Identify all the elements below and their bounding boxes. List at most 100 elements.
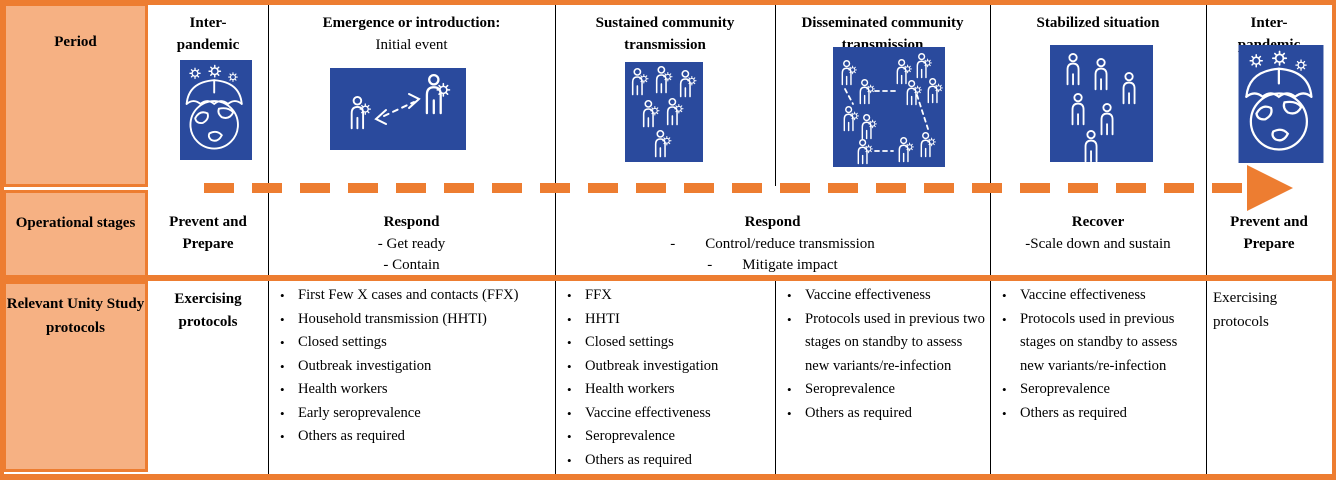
list-item: •Outbreak investigation — [555, 355, 775, 379]
text-line: Inter- — [1250, 15, 1288, 31]
frame-left-border — [0, 0, 4, 480]
timeline-arrowhead-icon — [1247, 165, 1293, 211]
bullet-icon: • — [567, 311, 572, 327]
text-line: protocols — [178, 314, 238, 330]
list-item: • Protocols used in previous stages on st… — [990, 308, 1206, 379]
text-line: - Control/reduce transmission — [670, 235, 875, 252]
bullet-icon: • — [280, 429, 285, 444]
list-item: • Vaccine effectiveness — [555, 402, 775, 426]
list-item: • Vaccine effectiveness — [775, 284, 990, 308]
stage-respond-main: Respond - Control/reduce transmission - M… — [555, 212, 990, 277]
list-item-text: Protocols used in previous stages on sta… — [1020, 310, 1178, 374]
frame-right-border — [1332, 0, 1336, 480]
text-line: -Scale down and sustain — [1025, 235, 1171, 252]
bullet-icon: • — [1002, 311, 1007, 327]
bullet-icon: • — [567, 382, 572, 397]
list-item: • Closed settings — [268, 331, 555, 355]
list-item-text: Protocols used in previous two stages on… — [805, 310, 985, 374]
bullet-icon: • — [567, 405, 572, 421]
list-item-text: First Few X cases and contacts (FFX) — [298, 287, 519, 303]
list-item: • Health workers — [268, 378, 555, 402]
list-item: •Health workers — [555, 378, 775, 402]
bullet-icon: • — [280, 358, 285, 374]
bullet-icon: • — [280, 288, 285, 303]
column-rule — [1206, 5, 1207, 474]
bullet-icon: • — [1002, 288, 1007, 303]
protocols-stabilized-list: • Vaccine effectiveness • Protocols used in… — [990, 284, 1206, 425]
bullet-icon: • — [787, 382, 792, 397]
bullet-icon: • — [787, 311, 792, 327]
list-item-text: Outbreak investigation — [298, 357, 432, 374]
bullet-icon: • — [787, 288, 792, 303]
protocols-emergence-list: • First Few X cases and contacts (FFX) •Ho… — [268, 284, 555, 449]
list-item: • FFX — [555, 284, 775, 308]
row-label-period-text: Period — [54, 34, 97, 50]
row-separator — [4, 275, 1332, 281]
stage-recover: Recover -Scale down and sustain — [990, 212, 1206, 255]
stage-recover-title: Recover — [1071, 214, 1125, 230]
header-sustained: Sustained community transmission — [595, 15, 735, 53]
list-item-text: Closed settings — [585, 334, 674, 350]
people-stabilized-icon — [1050, 45, 1153, 162]
column-rule — [775, 5, 776, 186]
column-rule — [990, 5, 991, 474]
text-line: - Get ready — [377, 235, 446, 252]
bullet-icon: • — [280, 382, 285, 397]
list-item-text: Closed settings — [298, 334, 387, 350]
list-item-text: Others as required — [298, 428, 405, 444]
text-line: Prepare — [182, 235, 234, 252]
stage-respond-early-title: Respond — [383, 214, 440, 230]
protocols-interpandemic-start: Exercising protocols — [148, 288, 268, 334]
umbrella-globe-icon — [180, 60, 252, 160]
list-item-text: Vaccine effectiveness — [805, 287, 931, 303]
stage-respond-main-lines: - Control/reduce transmission - Mitigate … — [555, 234, 990, 277]
dashed-timeline-arrow — [204, 183, 1246, 193]
list-item-text: HHTI — [585, 310, 620, 327]
people-network-virus-icon — [833, 47, 945, 167]
list-item: • First Few X cases and contacts (FFX) — [268, 284, 555, 308]
text-line: Prepare — [1243, 235, 1295, 252]
bullet-icon: • — [567, 429, 572, 444]
text-line: Exercising — [174, 291, 242, 307]
list-item: •Others as required — [775, 402, 990, 426]
list-item-text: Vaccine effectiveness — [1020, 287, 1146, 303]
protocols-interpandemic-end: Exercising protocols — [1213, 290, 1278, 330]
column-rule — [268, 5, 269, 474]
header-emergence: Emergence or introduction: Initial event — [268, 12, 555, 56]
header-emergence-subtitle: Initial event — [375, 37, 448, 53]
protocols-disseminated-list: • Vaccine effectiveness • Protocols used in… — [775, 284, 990, 425]
list-item-text: FFX — [585, 287, 612, 303]
text-line: Inter- — [189, 15, 227, 31]
frame-bottom-border — [0, 474, 1336, 480]
list-item: •Household transmission (HHTI) — [268, 308, 555, 332]
list-item-text: Seroprevalence — [805, 381, 895, 397]
list-item-text: Seroprevalence — [585, 428, 675, 444]
stage-respond-main-title: Respond — [744, 214, 801, 230]
list-item: • Protocols used in previous two stages o… — [775, 308, 990, 379]
list-item: • Seroprevalence — [555, 425, 775, 449]
list-item: • Vaccine effectiveness — [990, 284, 1206, 308]
people-cluster-virus-icon — [625, 62, 703, 162]
text-line: - Mitigate impact — [707, 257, 838, 273]
row-label-period: Period — [3, 3, 148, 187]
bullet-icon: • — [280, 335, 285, 350]
list-item-text: Vaccine effectiveness — [585, 404, 711, 421]
list-item: • Others as required — [268, 425, 555, 449]
list-item-text: Health workers — [298, 381, 388, 397]
bullet-icon: • — [567, 452, 572, 468]
list-item: •Early seroprevalence — [268, 402, 555, 426]
list-item: • Closed settings — [555, 331, 775, 355]
bullet-icon: • — [280, 311, 285, 327]
list-item-text: Outbreak investigation — [585, 357, 719, 374]
bullet-icon: • — [567, 288, 572, 303]
text-line: pandemic — [176, 37, 240, 53]
text-line: Prevent and — [1230, 214, 1308, 230]
bullet-icon: • — [1002, 382, 1007, 397]
bullet-icon: • — [567, 335, 572, 350]
list-item-text: Seroprevalence — [1020, 381, 1110, 397]
list-item-text: Others as required — [1020, 404, 1127, 421]
row-label-protocols-text: Relevant Unity Study protocols — [6, 296, 145, 336]
